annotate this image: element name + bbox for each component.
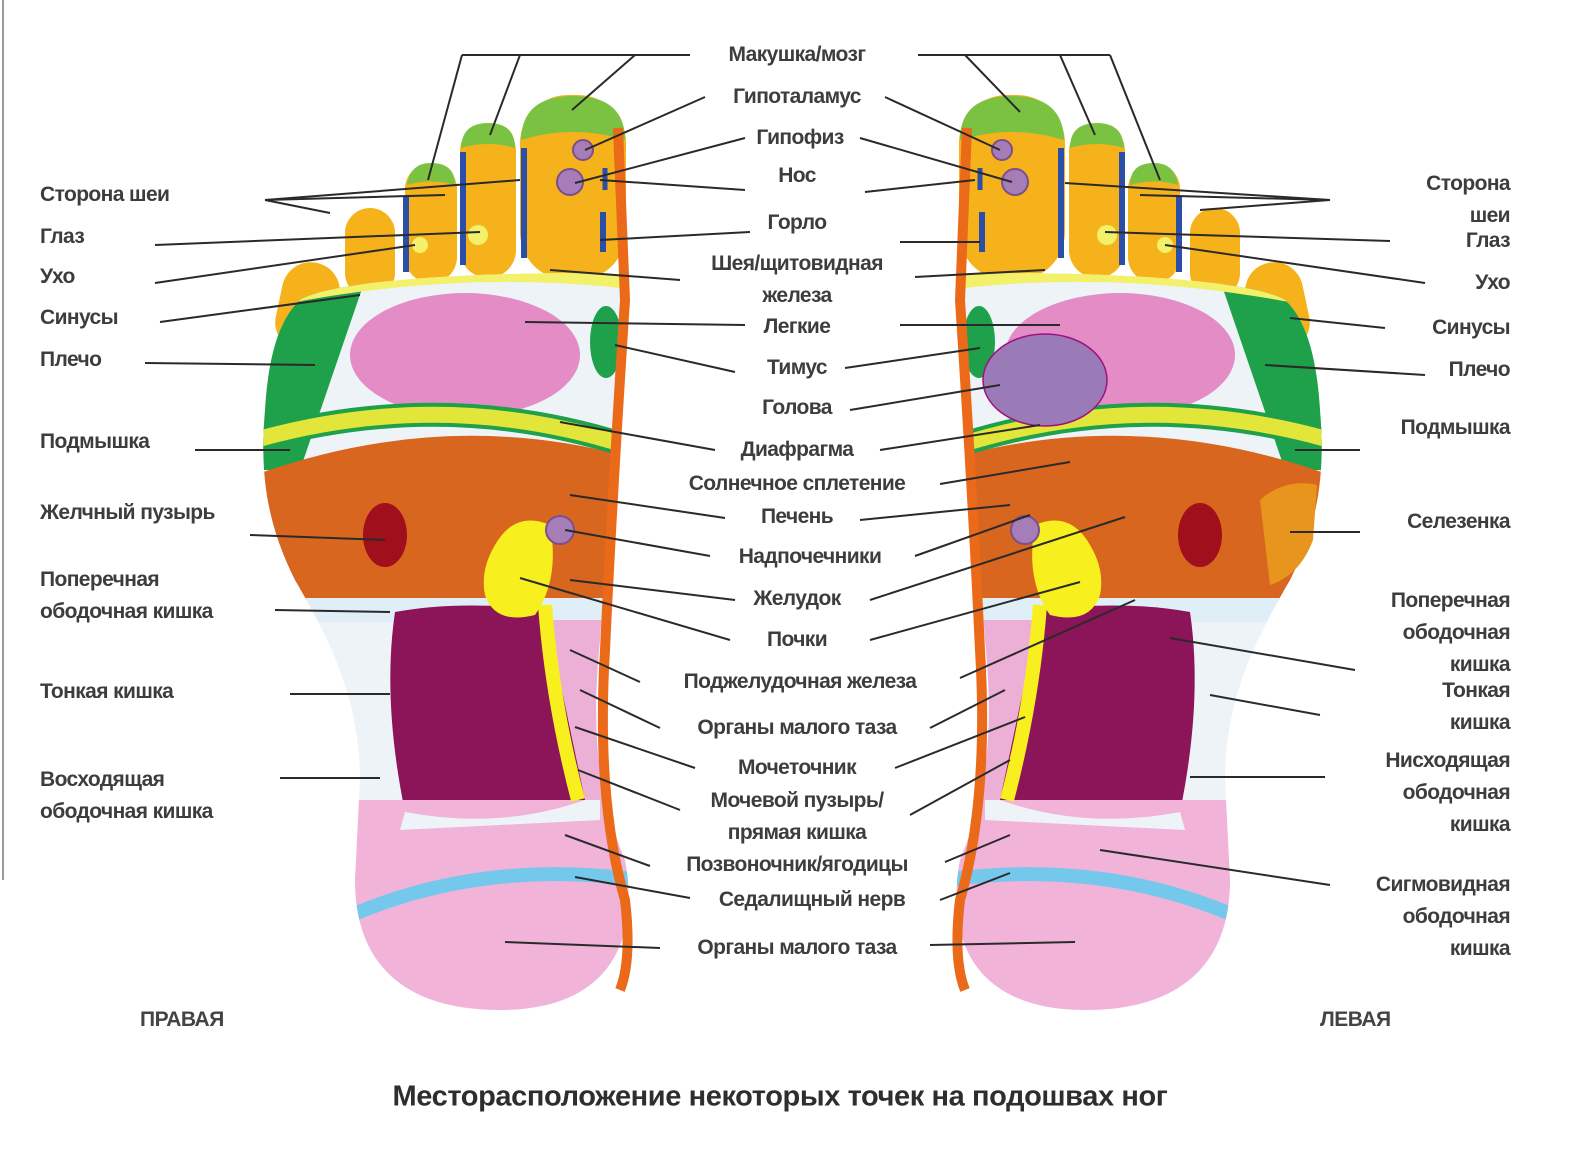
label-hypothalamus: Гипоталамус xyxy=(733,85,861,108)
spleen-zone xyxy=(1260,483,1317,585)
label-armpit-right: Подмышка xyxy=(40,430,150,453)
label-spine-buttocks: Позвоночник/ягодицы xyxy=(686,853,908,876)
label-ureter: Мочеточник xyxy=(737,756,857,779)
leader-lines xyxy=(144,54,1426,949)
diagram-title: Месторасположение некоторых точек на под… xyxy=(392,1080,1168,1113)
label-pelvic-organs-heel: Органы малого таза xyxy=(697,936,897,959)
heart-zone xyxy=(982,333,1108,427)
label-transverse-colon-right: Поперечная ободочная кишка xyxy=(40,568,213,623)
label-adrenals: Надпочечники xyxy=(738,545,882,568)
label-spleen: Селезенка xyxy=(1407,510,1511,533)
label-sinuses-right: Синусы xyxy=(40,306,119,329)
label-head: Голова xyxy=(762,396,832,419)
label-armpit-left: Подмышка xyxy=(1400,416,1511,439)
label-ear-right: Ухо xyxy=(40,265,75,288)
label-solar-plexus: Солнечное сплетение xyxy=(688,472,906,495)
label-neck-thyroid: Шея/щитовидная железа xyxy=(711,252,883,307)
label-ascending-colon: Восходящая ободочная кишка xyxy=(40,768,213,823)
label-small-intestine-left: Тонкая кишка xyxy=(1442,679,1510,734)
label-lungs: Легкие xyxy=(763,315,831,338)
label-sinuses-left: Синусы xyxy=(1432,316,1511,339)
left-foot xyxy=(935,95,1335,1020)
label-nose: Нос xyxy=(778,164,816,187)
label-neck-side-left: Сторона шеи xyxy=(1426,172,1510,227)
label-shoulder-left: Плечо xyxy=(1448,358,1511,381)
label-pituitary: Гипофиз xyxy=(756,126,844,149)
label-sigmoid-colon: Сигмовидная ободочная кишка xyxy=(1375,873,1511,960)
label-neck-side-right: Сторона шеи xyxy=(40,183,170,206)
label-pancreas: Поджелудочная железа xyxy=(683,670,917,693)
label-diaphragm: Диафрагма xyxy=(740,438,854,461)
label-sciatic-nerve: Седалищный нерв xyxy=(718,888,906,911)
label-pelvic-organs: Органы малого таза xyxy=(697,716,897,739)
label-crown-brain: Макушка/мозг xyxy=(728,43,867,66)
label-kidneys: Почки xyxy=(766,628,828,651)
label-shoulder-right: Плечо xyxy=(40,348,102,371)
left-border-line xyxy=(2,0,4,880)
label-stomach: Желудок xyxy=(753,587,841,610)
label-descending-colon: Нисходящая ободочная кишка xyxy=(1385,749,1510,836)
label-throat: Горло xyxy=(767,211,827,234)
label-transverse-colon-left: Поперечная ободочная кишка xyxy=(1390,589,1511,676)
label-eye-left: Глаз xyxy=(1465,229,1511,252)
label-gallbladder: Желчный пузырь xyxy=(40,501,215,524)
label-ear-left: Ухо xyxy=(1475,271,1510,294)
label-bladder-rectum: Мочевой пузырь/ прямая кишка xyxy=(710,789,885,844)
label-small-intestine-right: Тонкая кишка xyxy=(40,680,174,703)
label-thymus: Тимус xyxy=(766,356,828,379)
label-liver: Печень xyxy=(760,505,834,528)
label-eye-right: Глаз xyxy=(40,225,85,248)
caption-right-foot: ПРАВАЯ xyxy=(140,1008,224,1031)
caption-left-foot: ЛЕВАЯ xyxy=(1320,1008,1391,1031)
